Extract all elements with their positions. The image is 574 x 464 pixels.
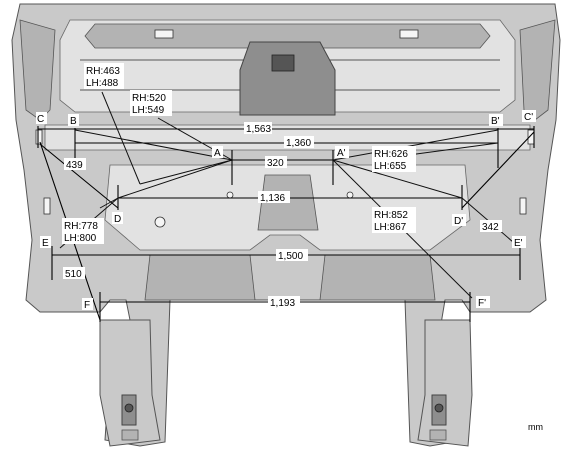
panel-slot-2	[399, 29, 419, 39]
right-member-tip	[429, 429, 447, 441]
point-label-d: D	[114, 214, 121, 225]
point-label-f: F	[84, 300, 90, 311]
leader-ap-dp	[332, 159, 463, 199]
left-rail-slot	[43, 197, 51, 215]
floor-hole-1	[154, 216, 166, 228]
leader-d-a	[117, 159, 233, 199]
unit-label: mm	[528, 422, 543, 432]
callout-ap-lh: LH:655	[374, 161, 407, 172]
point-label-f-prime: F'	[478, 298, 486, 309]
floor-hole-4	[346, 191, 354, 199]
floor-hole-3	[226, 191, 234, 199]
leader-a-callout-1	[139, 159, 233, 185]
callout-b-rh: RH:463	[86, 66, 120, 77]
callout-d-rh: RH:778	[64, 221, 98, 232]
point-label-a-prime: A'	[337, 148, 346, 159]
dim-value-439: 439	[66, 160, 83, 171]
height-callouts: RH:463 LH:488 RH:520 LH:549 RH:626 LH:65…	[62, 63, 416, 244]
leader-b-a	[74, 129, 233, 161]
point-label-a: A	[214, 148, 221, 159]
dim-value-320: 320	[267, 158, 284, 169]
callout-a-rh: RH:520	[132, 93, 166, 104]
right-rail-slot	[519, 197, 527, 215]
tunnel-block-recess	[271, 54, 295, 72]
dim-value-1360: 1,360	[286, 138, 311, 149]
left-member-tip	[121, 429, 139, 441]
callout-d-lh: LH:800	[64, 233, 97, 244]
dim-line-342	[461, 131, 535, 209]
point-label-c: C	[37, 114, 44, 125]
point-label-b: B	[70, 116, 77, 127]
callout-dp-rh: RH:852	[374, 210, 408, 221]
dimension-values: 1,563 1,360 320 439 1,136 342 1,500 510 …	[63, 122, 502, 309]
left-member-hole	[124, 403, 134, 413]
point-label-b-prime: B'	[491, 116, 500, 127]
dim-value-342: 342	[482, 222, 499, 233]
point-label-e-prime: E'	[514, 238, 523, 249]
right-member-hole	[434, 403, 444, 413]
point-labels: C B A A' B' C' D D' E E' F F'	[36, 110, 536, 311]
leader-b-callout	[101, 91, 141, 185]
callout-ap-rh: RH:626	[374, 149, 408, 160]
dim-value-1563: 1,563	[246, 124, 271, 135]
dim-value-1193: 1,193	[270, 298, 295, 309]
leader-ap-bp	[332, 129, 499, 161]
left-pillar-slot	[35, 129, 43, 145]
callout-dp-lh: LH:867	[374, 222, 407, 233]
point-label-c-prime: C'	[524, 112, 533, 123]
point-label-d-prime: D'	[454, 216, 463, 227]
callout-a-lh: LH:549	[132, 105, 165, 116]
point-label-e: E	[42, 238, 49, 249]
dim-line-439	[39, 143, 119, 209]
panel-slot-1	[154, 29, 174, 39]
leader-d-callout	[99, 197, 119, 209]
dim-value-1136: 1,136	[260, 193, 285, 204]
dim-value-510: 510	[65, 269, 82, 280]
dim-value-1500: 1,500	[278, 251, 303, 262]
callout-b-lh: LH:488	[86, 78, 119, 89]
